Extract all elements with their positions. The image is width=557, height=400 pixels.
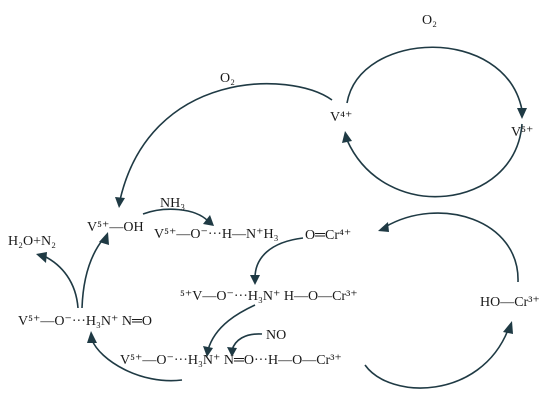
arc-v4-to-v5oh [119, 82, 333, 201]
arrowhead-products [36, 252, 47, 263]
arrowhead-nitrosamide [87, 331, 97, 343]
arc-cr4-to-mid [254, 237, 304, 279]
label-v4: V⁴⁺ [330, 110, 352, 125]
arrowhead-mid [250, 275, 260, 285]
arc-nh3-adsorption [142, 208, 209, 222]
label-h2o-n2: H₂O+N₂ [8, 234, 56, 249]
arc-mid-to-bottom [207, 304, 256, 351]
arc-hocr3-to-cr4 [384, 212, 519, 283]
arrowhead-v5oh [115, 197, 125, 208]
arc-no-addition [231, 333, 263, 351]
label-v5-right: V⁵⁺ [511, 125, 533, 140]
label-o2-left: O₂ [220, 71, 235, 86]
label-intermediate-bottom: V⁵⁺—O⁻···H₃N⁺ N═O···H—O—Cr³⁺ [120, 353, 342, 368]
arrowhead-v5oh-up [99, 232, 109, 245]
arrowhead-cr4 [378, 222, 389, 232]
arc-bottom-to-hocr3 [364, 329, 509, 389]
arrowhead-hocr3 [503, 321, 513, 334]
label-nitrosamide: V⁵⁺—O⁻···H₃N⁺ N═O [18, 314, 152, 329]
arrowhead-nh3 [203, 215, 214, 226]
arrowhead-v5 [517, 108, 527, 119]
arrowhead-v4 [342, 131, 352, 143]
arrowhead-bottom [203, 346, 213, 357]
label-o2-top: O₂ [422, 13, 437, 28]
label-v5-oh: V⁵⁺—OH [87, 220, 144, 235]
arc-bottom-to-nitrosamide [91, 339, 183, 382]
cycle-arc-v4-to-v5 [346, 46, 523, 111]
label-nh3: NH₃ [160, 196, 185, 211]
arc-nitrosamide-to-v5oh [81, 237, 105, 309]
label-intermediate-mid: ⁵⁺V—O⁻···H₃N⁺ H—O—Cr³⁺ [180, 289, 358, 304]
label-cr4: O═Cr⁴⁺ [305, 228, 351, 243]
cycle-arc-v5-to-v4 [346, 123, 523, 198]
label-no: NO [266, 328, 286, 343]
label-ho-cr3: HO—Cr³⁺ [480, 295, 540, 310]
arrowhead-no [227, 347, 237, 357]
label-adsorbed-nh3: V⁵⁺—O⁻···H—N⁺H₃ [154, 227, 279, 242]
arc-nitrosamide-to-products [43, 255, 79, 309]
